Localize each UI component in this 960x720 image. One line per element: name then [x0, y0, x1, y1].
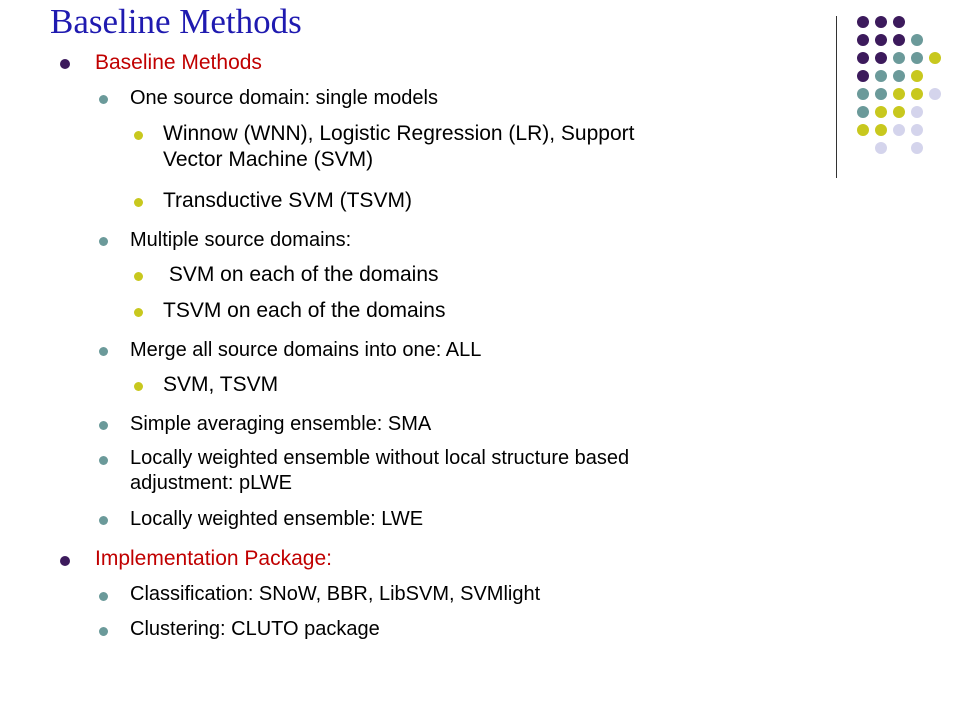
- outline-item-multiple-source: Multiple source domains:: [130, 229, 352, 251]
- bullet-level3-icon: [134, 198, 143, 207]
- dot-olive: [893, 88, 905, 100]
- bullet-level2-icon: [99, 95, 108, 104]
- dot-purple: [875, 16, 887, 28]
- dot-teal: [911, 52, 923, 64]
- dot-teal: [875, 70, 887, 82]
- dot-lavender: [911, 106, 923, 118]
- outline-item-clustering: Clustering: CLUTO package: [130, 618, 380, 640]
- dot-lavender: [893, 124, 905, 136]
- dot-lavender: [911, 124, 923, 136]
- dot-purple: [893, 34, 905, 46]
- dot-olive: [911, 70, 923, 82]
- dot-teal: [893, 52, 905, 64]
- bullet-level3-icon: [134, 308, 143, 317]
- dot-olive: [875, 124, 887, 136]
- dot-teal: [893, 70, 905, 82]
- slide-title: Baseline Methods: [50, 2, 302, 41]
- bullet-level3-icon: [134, 272, 143, 281]
- bullet-level2-icon: [99, 456, 108, 465]
- bullet-level1-icon: [60, 59, 70, 69]
- dot-purple: [857, 16, 869, 28]
- outline-item-plwe: Locally weighted ensemble without local …: [130, 447, 630, 469]
- bullet-level2-icon: [99, 516, 108, 525]
- dot-olive: [929, 52, 941, 64]
- dot-purple: [875, 34, 887, 46]
- bullet-level2-icon: [99, 592, 108, 601]
- dot-teal: [857, 106, 869, 118]
- outline-heading-implementation: Implementation Package:: [95, 547, 332, 570]
- dot-olive: [875, 106, 887, 118]
- outline-item-merge-all: Merge all source domains into one: ALL: [130, 339, 482, 361]
- dot-purple: [893, 16, 905, 28]
- bullet-level2-icon: [99, 421, 108, 430]
- dot-teal: [875, 88, 887, 100]
- outline-item-lwe: Locally weighted ensemble: LWE: [130, 508, 424, 530]
- dot-purple: [857, 70, 869, 82]
- dot-lavender: [875, 142, 887, 154]
- bullet-level1-icon: [60, 556, 70, 566]
- dot-olive: [857, 124, 869, 136]
- dot-lavender: [911, 142, 923, 154]
- dot-lavender: [929, 88, 941, 100]
- outline-item-svm-each: SVM on each of the domains: [163, 263, 439, 286]
- outline-item-classification: Classification: SNoW, BBR, LibSVM, SVMli…: [130, 583, 541, 605]
- outline-item-one-source-models-cont: Vector Machine (SVM): [163, 148, 374, 171]
- dot-olive: [893, 106, 905, 118]
- dot-purple: [857, 52, 869, 64]
- outline-item-one-source: One source domain: single models: [130, 87, 438, 109]
- dot-purple: [857, 34, 869, 46]
- outline-item-sma: Simple averaging ensemble: SMA: [130, 413, 432, 435]
- vertical-divider: [836, 16, 837, 178]
- dot-olive: [911, 88, 923, 100]
- dot-purple: [875, 52, 887, 64]
- outline-item-tsvm: Transductive SVM (TSVM): [163, 189, 412, 212]
- outline-item-svm-tsvm: SVM, TSVM: [163, 373, 279, 396]
- bullet-level3-icon: [134, 382, 143, 391]
- bullet-level2-icon: [99, 237, 108, 246]
- outline-heading-baseline: Baseline Methods: [95, 51, 262, 74]
- bullet-level3-icon: [134, 131, 143, 140]
- outline-item-tsvm-each: TSVM on each of the domains: [163, 299, 446, 322]
- outline-item-one-source-models: Winnow (WNN), Logistic Regression (LR), …: [163, 122, 635, 145]
- outline-item-plwe-cont: adjustment: pLWE: [130, 472, 292, 494]
- dot-teal: [911, 34, 923, 46]
- dot-teal: [857, 88, 869, 100]
- bullet-level2-icon: [99, 347, 108, 356]
- bullet-level2-icon: [99, 627, 108, 636]
